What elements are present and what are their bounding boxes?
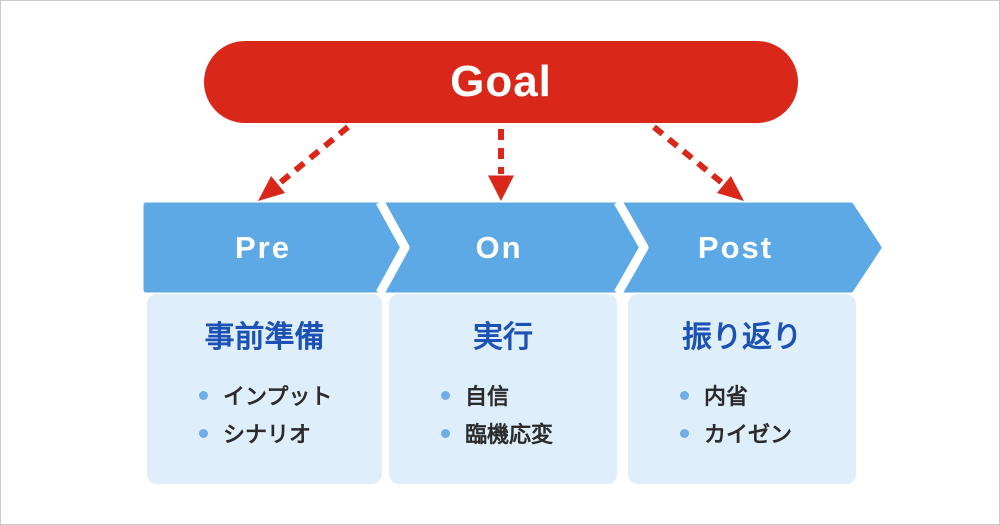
card-pre: 事前準備 インプット シナリオ: [147, 294, 382, 484]
card-list: インプット シナリオ: [147, 376, 382, 452]
process-chevron-band: [143, 199, 882, 296]
list-item-label: シナリオ: [223, 422, 312, 447]
list-item: 自信: [441, 376, 617, 414]
bullet-dot-icon: [199, 428, 208, 438]
bullet-dot-icon: [680, 428, 689, 438]
list-item-label: 内省: [704, 384, 749, 409]
dashed-arrow-left-icon: [258, 124, 350, 201]
bullet-dot-icon: [441, 390, 450, 400]
bullet-dot-icon: [680, 390, 689, 400]
dashed-arrow-right-icon: [652, 124, 744, 201]
goal-label: Goal: [450, 57, 552, 106]
dashed-arrow-center-icon: [488, 129, 514, 201]
card-list: 自信 臨機応変: [389, 376, 617, 452]
list-item-label: カイゼン: [704, 422, 793, 447]
card-post: 振り返り 内省 カイゼン: [628, 294, 856, 484]
stage-label-on: On: [475, 229, 523, 265]
card-title: 振り返り: [682, 321, 802, 354]
card-on: 実行 自信 臨機応変: [389, 294, 617, 484]
card-title: 実行: [473, 321, 533, 354]
list-item: 内省: [680, 376, 856, 414]
list-item-label: 臨機応変: [465, 422, 554, 447]
goal-pill: Goal: [204, 41, 798, 123]
list-item-label: インプット: [223, 384, 333, 409]
chevron-separator-icon: [376, 199, 410, 296]
list-item-label: 自信: [465, 384, 510, 409]
stage-label-pre: Pre: [235, 229, 291, 265]
list-item: カイゼン: [680, 414, 856, 452]
list-item: インプット: [199, 376, 382, 414]
card-list: 内省 カイゼン: [628, 376, 856, 452]
bullet-dot-icon: [199, 390, 208, 400]
card-title: 事前準備: [204, 321, 325, 354]
list-item: 臨機応変: [441, 414, 617, 452]
bullet-dot-icon: [441, 428, 450, 438]
list-item: シナリオ: [199, 414, 382, 452]
chevron-separator-icon: [614, 199, 649, 296]
stage-label-post: Post: [697, 229, 774, 265]
